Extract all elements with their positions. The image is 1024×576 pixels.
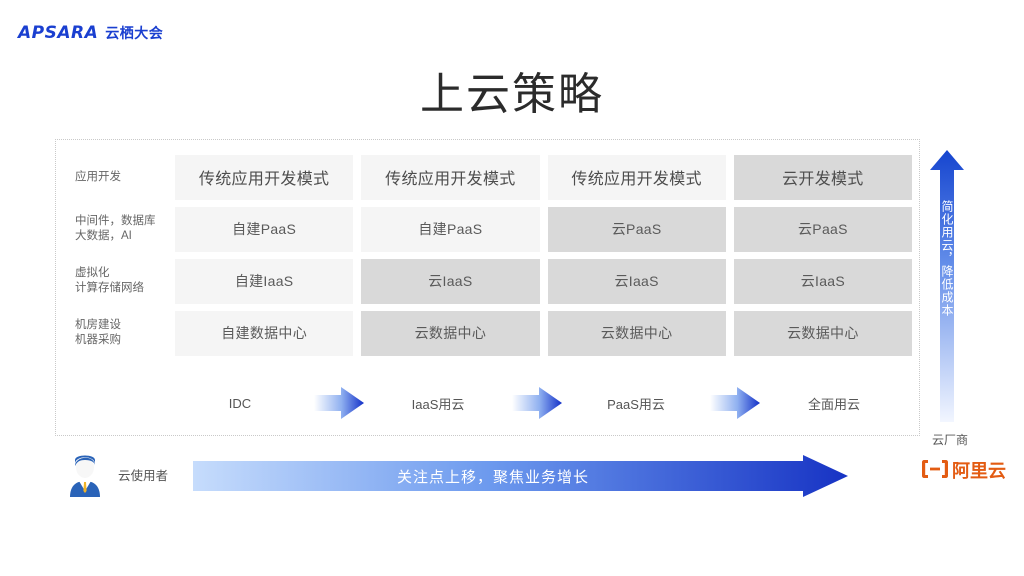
aliyun-logo: 阿里云 [922, 458, 1006, 484]
matrix-cell[interactable]: 云IaaS [361, 258, 540, 304]
matrix-cell[interactable]: 云IaaS [547, 258, 726, 304]
matrix-cell[interactable]: 自建数据中心 [175, 310, 354, 356]
right-arrow-icon [701, 386, 769, 420]
table-row: 中间件，数据库 大数据，AI 自建PaaS 自建PaaS 云PaaS 云PaaS [69, 203, 912, 255]
flow-stage-label: IDC [228, 395, 252, 411]
table-row: 虚拟化 计算存储网络 自建IaaS 云IaaS 云IaaS 云IaaS [69, 255, 912, 307]
matrix-cell[interactable]: 自建PaaS [175, 206, 354, 252]
table-row: 应用开发 传统应用开发模式 传统应用开发模式 传统应用开发模式 云开发模式 [69, 151, 912, 203]
row-label-application-dev: 应用开发 [69, 170, 175, 185]
matrix-cell[interactable]: 云数据中心 [547, 310, 726, 356]
row-cells: 自建数据中心 云数据中心 云数据中心 云数据中心 [175, 310, 912, 356]
aliyun-bracket-icon [922, 459, 948, 484]
apsara-brand-logo: APSARA 云栖大会 [18, 22, 163, 44]
strategy-matrix: 应用开发 传统应用开发模式 传统应用开发模式 传统应用开发模式 云开发模式 中间… [55, 139, 920, 436]
matrix-cell[interactable]: 传统应用开发模式 [361, 154, 540, 200]
table-row: 机房建设 机器采购 自建数据中心 云数据中心 云数据中心 云数据中心 [69, 307, 912, 359]
user-avatar-icon [62, 451, 108, 497]
row-cells: 自建IaaS 云IaaS 云IaaS 云IaaS [175, 258, 912, 304]
matrix-cell[interactable]: 云IaaS [733, 258, 912, 304]
row-label-middleware: 中间件，数据库 大数据，AI [69, 214, 175, 244]
row-label-datacenter: 机房建设 机器采购 [69, 318, 175, 348]
matrix-cell[interactable]: 云开发模式 [733, 154, 912, 200]
flow-stage-label: PaaS用云 [607, 396, 665, 412]
brand-latin-text: APSARA [18, 22, 99, 43]
matrix-panel-frame [55, 139, 920, 436]
aliyun-wordmark: 阿里云 [952, 461, 1006, 481]
matrix-cell[interactable]: 自建PaaS [361, 206, 540, 252]
matrix-cell[interactable]: 自建IaaS [175, 258, 354, 304]
right-arrow-bar-icon [193, 455, 848, 497]
row-label-line: 计算存储网络 [75, 282, 144, 294]
right-arrow-icon [305, 386, 373, 420]
page-title: 上云策略 [420, 70, 604, 119]
matrix-cell[interactable]: 云PaaS [733, 206, 912, 252]
cloud-user-label: 云使用者 [118, 469, 169, 483]
vendor-label: 云厂商 [931, 433, 968, 447]
up-arrow-icon [930, 150, 964, 422]
vertical-arrow-label: 简化用云，降低成本 [940, 200, 954, 317]
row-label-line: 应用开发 [75, 170, 121, 183]
row-label-line: 虚拟化 [75, 267, 110, 279]
matrix-cell[interactable]: 传统应用开发模式 [175, 154, 354, 200]
row-label-virtualization: 虚拟化 计算存储网络 [69, 266, 175, 296]
matrix-cell[interactable]: 云数据中心 [733, 310, 912, 356]
right-arrow-icon [503, 386, 571, 420]
brand-chinese-text: 云栖大会 [105, 25, 164, 41]
adoption-flow: IDC IaaS用云 PaaS用云 [175, 382, 915, 424]
row-label-line: 大数据，AI [75, 230, 132, 242]
flow-stage-label: 全面用云 [807, 396, 860, 412]
matrix-cell[interactable]: 云数据中心 [361, 310, 540, 356]
row-cells: 自建PaaS 自建PaaS 云PaaS 云PaaS [175, 206, 912, 252]
row-label-line: 机器采购 [75, 334, 121, 346]
row-label-line: 中间件，数据库 [75, 215, 156, 227]
matrix-cell[interactable]: 传统应用开发模式 [547, 154, 726, 200]
row-cells: 传统应用开发模式 传统应用开发模式 传统应用开发模式 云开发模式 [175, 154, 912, 200]
row-label-line: 机房建设 [75, 319, 121, 331]
matrix-cell[interactable]: 云PaaS [547, 206, 726, 252]
bottom-arrow-label: 关注点上移，聚焦业务增长 [396, 468, 589, 486]
flow-stage-label: IaaS用云 [411, 396, 465, 412]
